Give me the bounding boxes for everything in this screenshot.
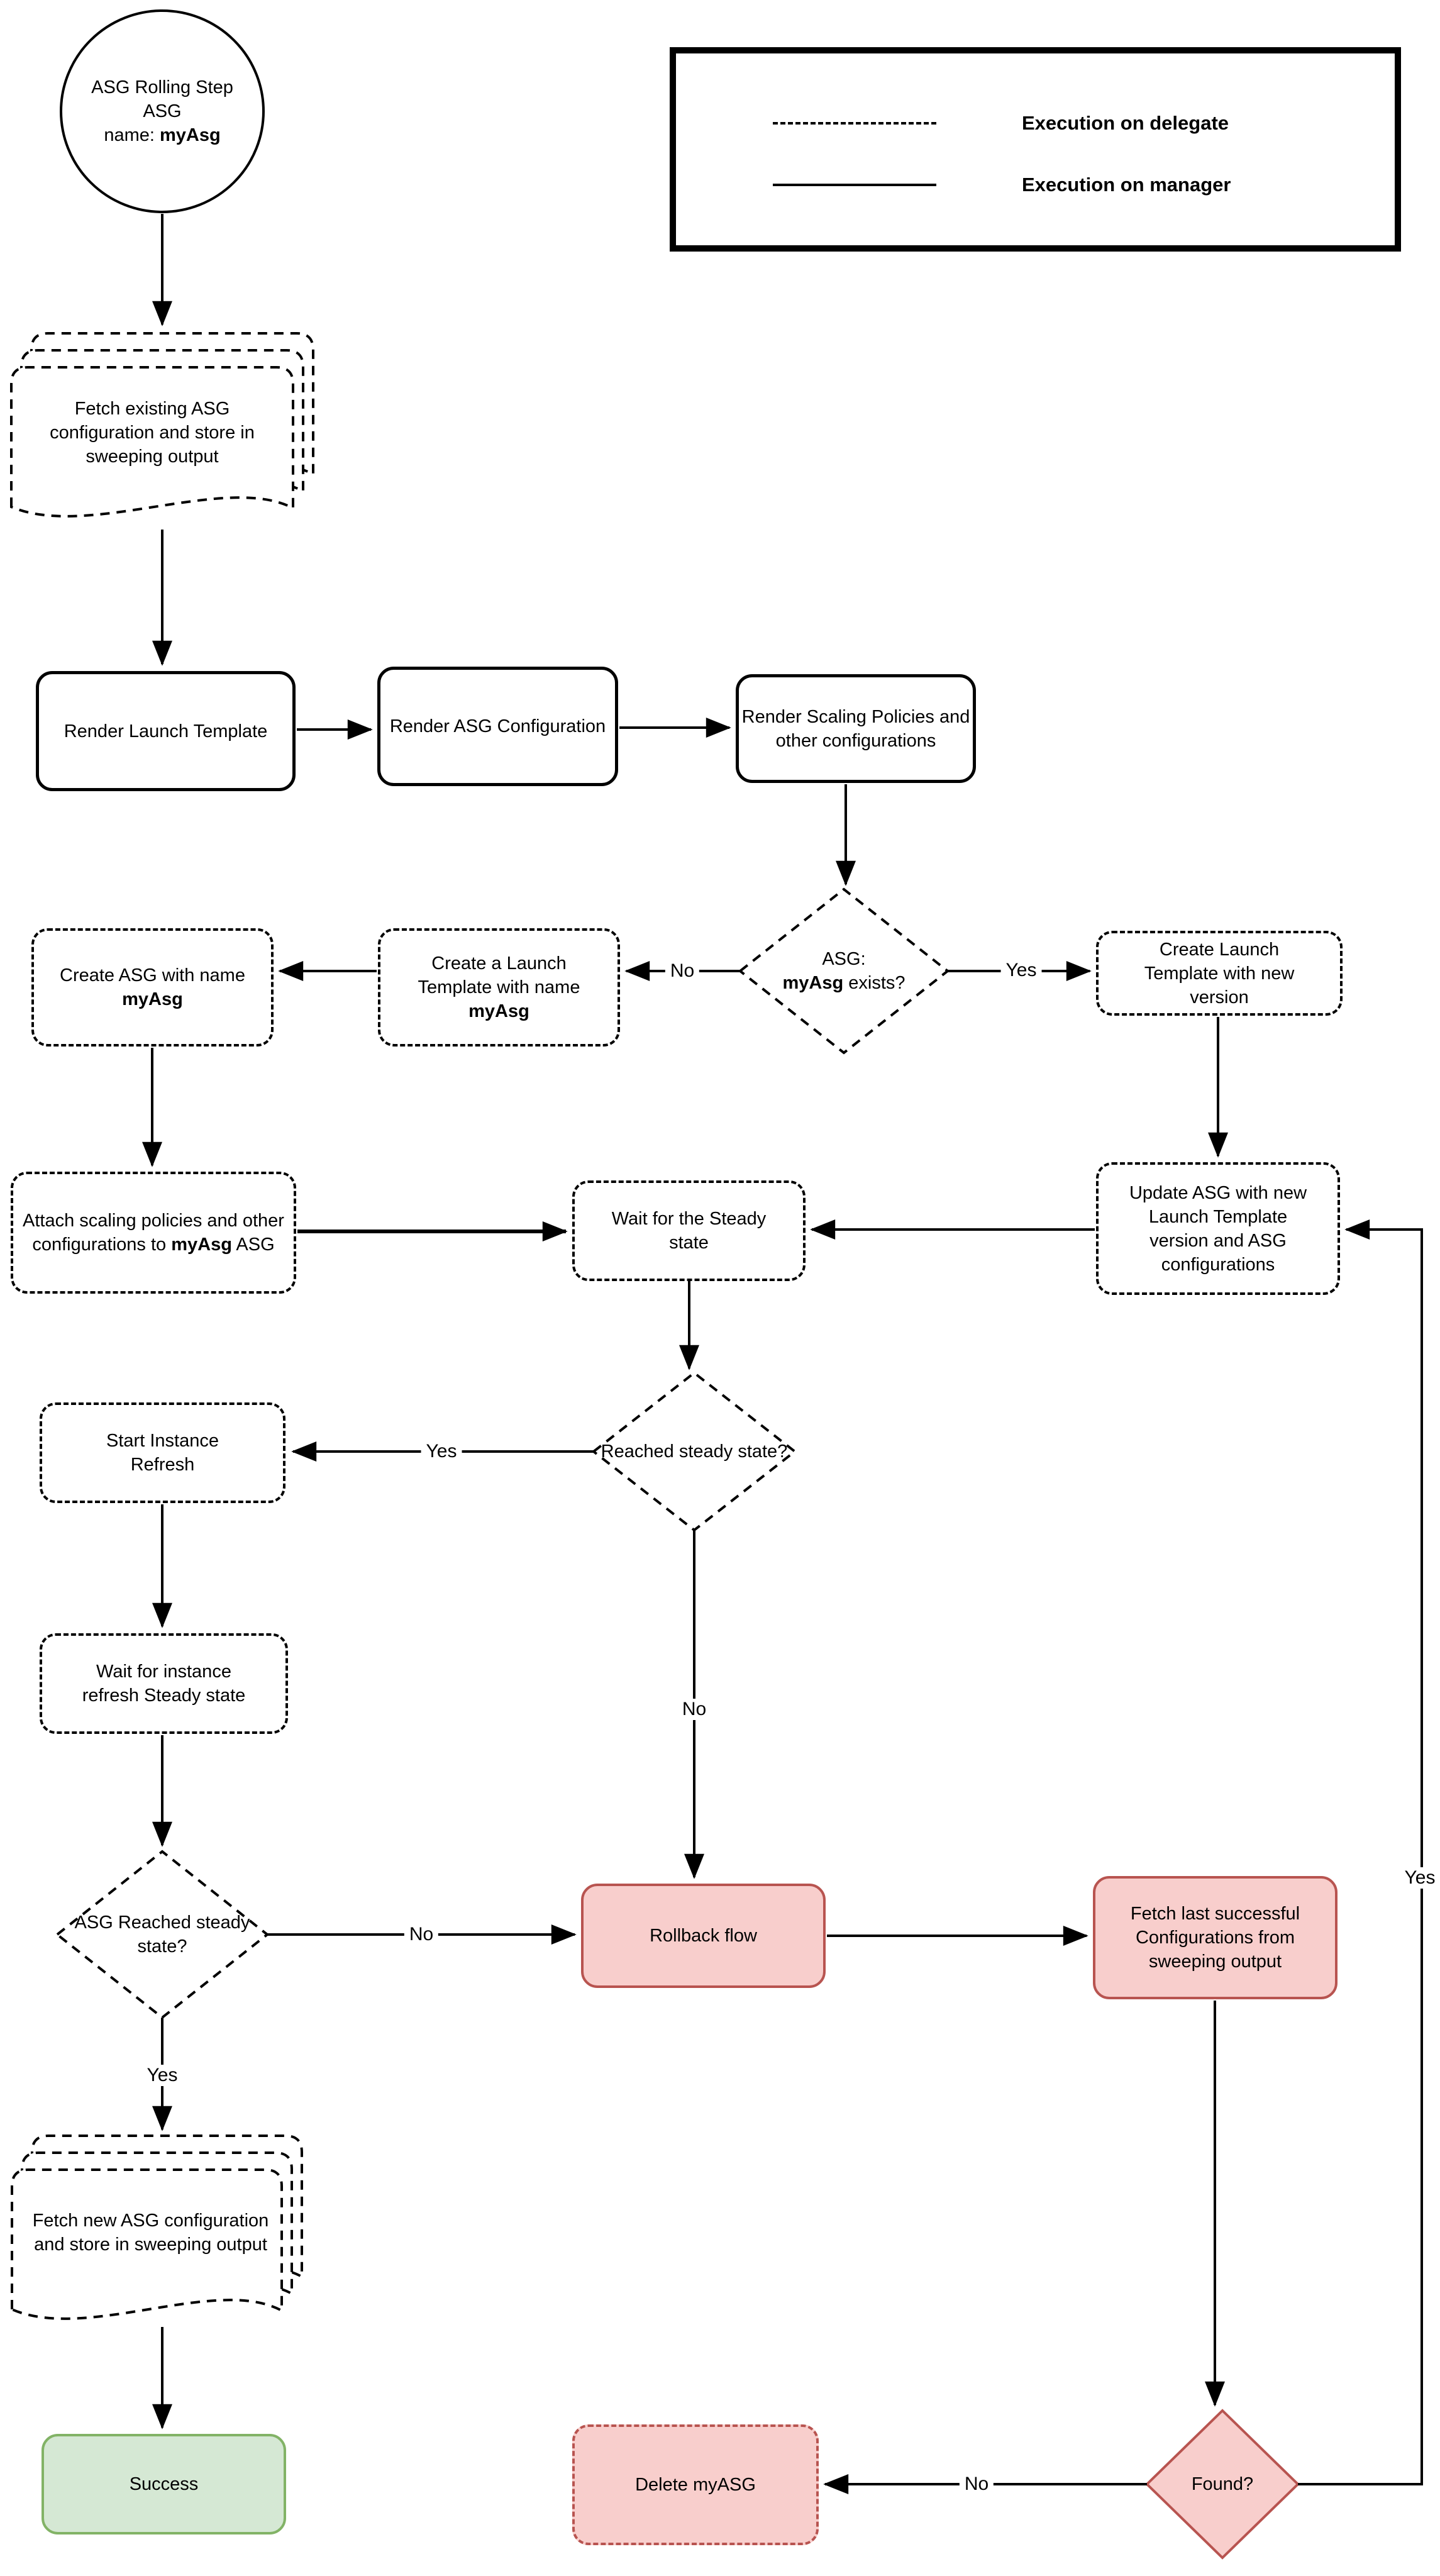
render-scaling-policies-node: Render Scaling Policies and other config… xyxy=(736,674,976,783)
edge-label-asg-reached-no: No xyxy=(404,1924,439,1945)
fetch-last-configurations-node: Fetch last successful Configurations fro… xyxy=(1093,1876,1338,1999)
dashed-line-sample xyxy=(773,122,936,125)
fetch-existing-document-shape xyxy=(10,332,314,518)
legend-box: Execution on delegate Execution on manag… xyxy=(670,47,1401,252)
update-asg-node: Update ASG with new Launch Template vers… xyxy=(1096,1162,1340,1295)
legend-row-manager: Execution on manager xyxy=(676,154,1395,216)
edge-label-exists-no: No xyxy=(665,960,700,982)
attach-scaling-policies-node: Attach scaling policies and other config… xyxy=(11,1172,296,1294)
rollback-flow-node: Rollback flow xyxy=(581,1884,826,1988)
wait-steady-state-node: Wait for the Steady state xyxy=(572,1180,806,1281)
success-node: Success xyxy=(42,2434,286,2534)
asg-reached-steady-diamond xyxy=(55,1850,270,2019)
asg-exists-diamond xyxy=(738,887,950,1055)
legend-row-delegate: Execution on delegate xyxy=(676,92,1395,154)
render-launch-template-node: Render Launch Template xyxy=(36,671,296,791)
start-instance-refresh-node: Start Instance Refresh xyxy=(40,1402,285,1503)
fetch-new-document-shape xyxy=(11,2135,303,2320)
edge-label-reached-no: No xyxy=(677,1699,712,1720)
found-diamond xyxy=(1145,2409,1300,2560)
delete-myasg-node: Delete myASG xyxy=(572,2424,819,2545)
legend-manager-label: Execution on manager xyxy=(1022,174,1231,196)
create-launch-template-named-node: Create a Launch Template with name myAsg xyxy=(378,928,620,1046)
solid-line-sample xyxy=(773,184,936,186)
start-ellipse xyxy=(60,9,265,213)
wait-instance-refresh-node: Wait for instance refresh Steady state xyxy=(40,1633,288,1734)
edge-found-yes xyxy=(1298,1219,1423,2485)
render-asg-configuration-node: Render ASG Configuration xyxy=(377,667,618,786)
edge-label-reached-yes: Yes xyxy=(421,1441,462,1462)
edge-label-asg-reached-yes: Yes xyxy=(141,2065,183,2086)
create-asg-node: Create ASG with name myAsg xyxy=(31,928,274,1046)
edge-label-found-yes: Yes xyxy=(1399,1867,1440,1889)
edge-label-exists-yes: Yes xyxy=(1000,960,1042,981)
edges xyxy=(142,214,1423,2494)
reached-steady-diamond xyxy=(591,1371,797,1532)
legend-delegate-label: Execution on delegate xyxy=(1022,112,1229,134)
edge-label-found-no: No xyxy=(959,2473,994,2495)
create-launch-template-new-version-node: Create Launch Template with new version xyxy=(1096,931,1343,1016)
